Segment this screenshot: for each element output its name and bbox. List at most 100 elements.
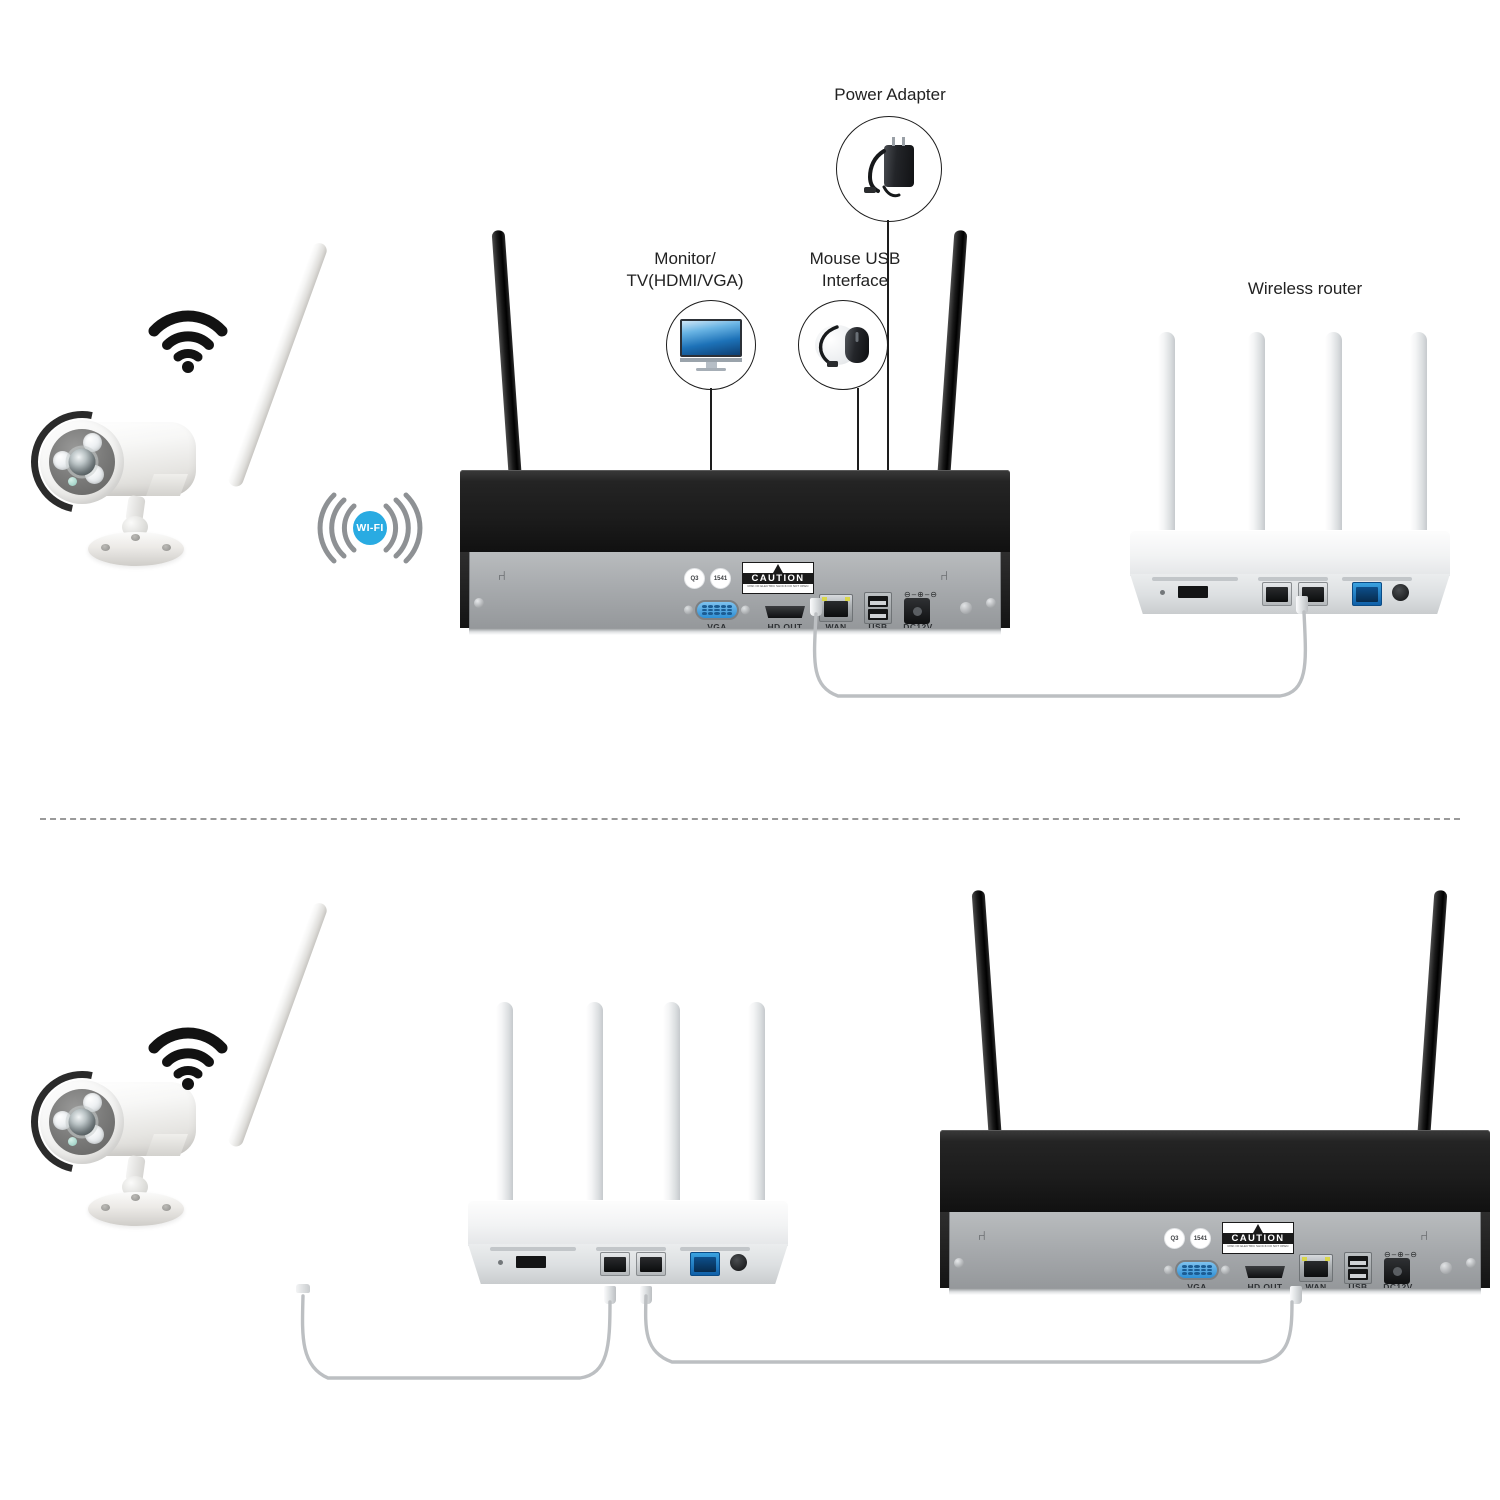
router-top-shell bbox=[468, 1200, 788, 1246]
caution-fine-print: RISK OF ELECTRIC SHOCK DO NOT OPEN bbox=[1227, 1244, 1289, 1248]
ir-led-top bbox=[83, 433, 102, 452]
top-cable-plug-router bbox=[1296, 596, 1308, 614]
camera-mount-base bbox=[88, 1192, 184, 1226]
router-lan-port-1[interactable] bbox=[1262, 582, 1292, 606]
nvr-rear-panel: ⑁ ⑁ Q3 1541 CAUTION RISK OF ELECTRIC SHO… bbox=[469, 552, 1001, 632]
wan-port[interactable] bbox=[1299, 1254, 1333, 1282]
mouse-icon bbox=[845, 327, 869, 363]
camera-mount-base bbox=[88, 532, 184, 566]
light-sensor bbox=[68, 477, 77, 486]
camera-head bbox=[11, 1051, 153, 1193]
router-wan-port[interactable] bbox=[1352, 582, 1382, 606]
top-router bbox=[1130, 332, 1450, 620]
reset-pinhole[interactable] bbox=[498, 1260, 503, 1265]
router-top-shell bbox=[1130, 530, 1450, 576]
wan-label: WAN bbox=[1305, 1282, 1327, 1292]
bottom-nvr: ⑁ ⑁ Q3 1541 CAUTION RISK OF ELECTRIC SHO… bbox=[940, 889, 1490, 1302]
router-lan-port-2[interactable] bbox=[636, 1252, 666, 1276]
bottom-camera bbox=[11, 900, 329, 1270]
router-usb-slot[interactable] bbox=[1178, 586, 1208, 598]
wifi-badge: WI-FI bbox=[312, 492, 428, 564]
antenna-symbol-right: ⑁ bbox=[1420, 1228, 1428, 1243]
section-divider bbox=[40, 818, 1460, 820]
router-antenna-1 bbox=[1158, 332, 1175, 582]
wifi-signal-icon bbox=[148, 310, 228, 373]
camera-lens bbox=[68, 1108, 96, 1136]
caution-fine-print: RISK OF ELECTRIC SHOCK DO NOT OPEN bbox=[747, 584, 809, 588]
camera-lens bbox=[68, 448, 96, 476]
router-lan-port-1[interactable] bbox=[600, 1252, 630, 1276]
sticker-1541: 1541 bbox=[710, 568, 731, 589]
ir-led-left bbox=[53, 451, 72, 470]
hdmi-port[interactable] bbox=[765, 606, 805, 618]
usb-label: USB bbox=[1348, 1282, 1368, 1292]
ir-led-left bbox=[53, 1111, 72, 1130]
top-cable-plug-nvr bbox=[810, 598, 822, 616]
dc-polarity-symbol: ⊖–⊕–⊖ bbox=[1384, 1250, 1419, 1259]
warning-triangle-icon bbox=[1253, 1224, 1263, 1233]
wan-port[interactable] bbox=[819, 594, 853, 622]
ground-symbol bbox=[1440, 1262, 1452, 1274]
vga-label: VGA bbox=[707, 622, 727, 632]
camera-faceplate bbox=[49, 1089, 115, 1155]
wifi-signal-icon bbox=[148, 1027, 228, 1090]
dc-power-jack[interactable] bbox=[904, 598, 930, 624]
router-rear-face bbox=[1130, 574, 1450, 614]
camera-faceplate bbox=[49, 429, 115, 495]
router-wan-port[interactable] bbox=[690, 1252, 720, 1276]
router-usb-slot[interactable] bbox=[516, 1256, 546, 1268]
ground-symbol bbox=[960, 602, 972, 614]
wan-label: WAN bbox=[825, 622, 847, 632]
reset-pinhole[interactable] bbox=[1160, 590, 1165, 595]
dc-polarity-symbol: ⊖–⊕–⊖ bbox=[904, 590, 939, 599]
hdmi-label: HD OUT bbox=[767, 622, 803, 632]
leader-power-adapter bbox=[887, 220, 889, 610]
router-antenna-3 bbox=[663, 1002, 680, 1252]
router-power-jack[interactable] bbox=[1392, 584, 1409, 601]
warning-triangle-icon bbox=[773, 564, 783, 573]
label-monitor: Monitor/ TV(HDMI/VGA) bbox=[626, 249, 744, 291]
router-antenna-2 bbox=[586, 1002, 603, 1252]
router-antenna-2 bbox=[1248, 332, 1265, 582]
caution-word: CAUTION bbox=[1223, 1233, 1293, 1244]
nvr-top-cover bbox=[940, 1130, 1490, 1214]
router-antenna-4 bbox=[1410, 332, 1427, 582]
sticker-1541: 1541 bbox=[1190, 1228, 1211, 1249]
vga-port[interactable] bbox=[1175, 1260, 1219, 1280]
router-antenna-1 bbox=[496, 1002, 513, 1252]
camera-cable-plug bbox=[296, 1284, 310, 1293]
label-power-adapter: Power Adapter bbox=[834, 85, 946, 104]
router-antenna-3 bbox=[1325, 332, 1342, 582]
router-power-jack[interactable] bbox=[730, 1254, 747, 1271]
vga-label: VGA bbox=[1187, 1282, 1207, 1292]
camera-head bbox=[11, 391, 153, 533]
nvr-top-cover bbox=[460, 470, 1010, 554]
light-sensor bbox=[68, 1137, 77, 1146]
dc-power-jack[interactable] bbox=[1384, 1258, 1410, 1284]
top-nvr: ⑁ ⑁ Q3 1541 CAUTION RISK OF ELECTRIC SHO… bbox=[460, 229, 1010, 642]
camera-antenna bbox=[226, 900, 329, 1149]
monitor-icon bbox=[680, 319, 742, 357]
dc-label: DC12V bbox=[1383, 1282, 1413, 1292]
usb-label: USB bbox=[868, 622, 888, 632]
top-camera bbox=[11, 240, 329, 610]
camera-to-router-cable bbox=[300, 1294, 612, 1380]
ir-led-top bbox=[83, 1093, 102, 1112]
dc-label: DC12V bbox=[903, 622, 933, 632]
label-wireless-router: Wireless router bbox=[1247, 279, 1363, 298]
nvr-rear-panel: ⑁ ⑁ Q3 1541 CAUTION RISK OF ELECTRIC SHO… bbox=[949, 1212, 1481, 1292]
hdmi-port[interactable] bbox=[1245, 1266, 1285, 1278]
vga-port[interactable] bbox=[695, 600, 739, 620]
usb-port[interactable] bbox=[864, 592, 892, 624]
antenna-symbol-right: ⑁ bbox=[940, 568, 948, 583]
camera-antenna bbox=[226, 240, 329, 489]
usb-port[interactable] bbox=[1344, 1252, 1372, 1284]
caution-label: CAUTION RISK OF ELECTRIC SHOCK DO NOT OP… bbox=[742, 562, 814, 594]
router-rear-face bbox=[468, 1244, 788, 1284]
caution-word: CAUTION bbox=[743, 573, 813, 584]
antenna-symbol-left: ⑁ bbox=[498, 568, 506, 583]
sticker-q3: Q3 bbox=[684, 568, 705, 589]
antenna-symbol-left: ⑁ bbox=[978, 1228, 986, 1243]
label-mouse-usb: Mouse USB Interface bbox=[809, 249, 901, 291]
